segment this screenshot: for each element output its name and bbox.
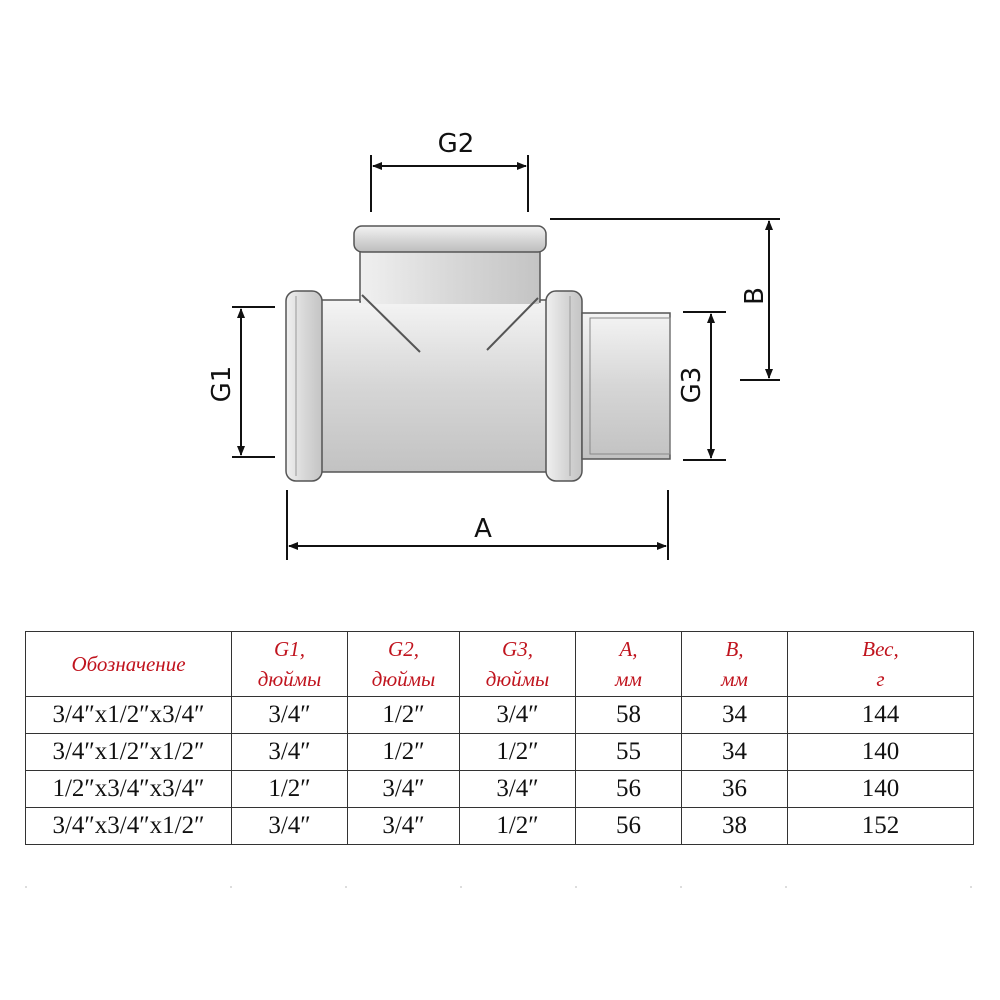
dimension-lines	[232, 155, 780, 560]
table-cell: 34	[681, 733, 788, 771]
table-cell: 1/2″	[347, 733, 460, 771]
table-cell: 1/2″	[347, 696, 460, 734]
column-header-line1: G2,	[388, 637, 419, 661]
table-cell: 152	[787, 807, 974, 845]
table-cell: 56	[575, 770, 682, 808]
table-cell: 1/2″	[459, 733, 576, 771]
tee-body	[285, 225, 671, 482]
column-header-line1: Вес,	[862, 637, 899, 661]
column-header-5: B, мм	[681, 631, 788, 697]
label-g2: G2	[438, 129, 475, 159]
table-cell: 3/4″	[231, 696, 348, 734]
column-header-3: G3, дюймы	[459, 631, 576, 697]
table-cell: 38	[681, 807, 788, 845]
column-header-2: G2, дюймы	[347, 631, 460, 697]
column-header-line1: A,	[619, 637, 638, 661]
table-cell: 36	[681, 770, 788, 808]
label-b: B	[740, 287, 770, 305]
table-cell: 3/4″x1/2″x3/4″	[25, 696, 232, 734]
table-cell: 58	[575, 696, 682, 734]
column-header-line2: дюймы	[371, 667, 436, 691]
decorative-dots	[25, 886, 973, 888]
table-cell: 56	[575, 807, 682, 845]
column-header-line2: мм	[721, 667, 748, 691]
table-cell: 1/2″	[459, 807, 576, 845]
tee-fitting-drawing: G2 A G1 G3 B	[207, 129, 780, 560]
column-header-line1: G1,	[274, 637, 305, 661]
table-cell: 140	[787, 733, 974, 771]
table-cell: 34	[681, 696, 788, 734]
column-header-line1: Обозначение	[71, 652, 186, 676]
table-cell: 55	[575, 733, 682, 771]
column-header-6: Вес, г	[787, 631, 974, 697]
table-cell: 1/2″x3/4″x3/4″	[25, 770, 232, 808]
column-header-line2: мм	[615, 667, 642, 691]
column-header-line1: G3,	[502, 637, 533, 661]
column-header-line1: B,	[725, 637, 744, 661]
column-header-line2: г	[876, 667, 885, 691]
table-cell: 3/4″x3/4″x1/2″	[25, 807, 232, 845]
column-header-1: G1, дюймы	[231, 631, 348, 697]
table-cell: 3/4″	[459, 770, 576, 808]
table-cell: 3/4″	[347, 770, 460, 808]
table-cell: 140	[787, 770, 974, 808]
label-g3: G3	[677, 367, 707, 404]
table-cell: 3/4″	[459, 696, 576, 734]
column-header-line2: дюймы	[257, 667, 322, 691]
table-cell: 3/4″x1/2″x1/2″	[25, 733, 232, 771]
table-cell: 144	[787, 696, 974, 734]
label-a: A	[474, 514, 492, 544]
table-cell: 1/2″	[231, 770, 348, 808]
table-cell: 3/4″	[231, 733, 348, 771]
table-cell: 3/4″	[347, 807, 460, 845]
column-header-0: Обозначение	[25, 631, 232, 697]
label-g1: G1	[207, 366, 237, 403]
column-header-4: A, мм	[575, 631, 682, 697]
column-header-line2: дюймы	[485, 667, 550, 691]
table-cell: 3/4″	[231, 807, 348, 845]
